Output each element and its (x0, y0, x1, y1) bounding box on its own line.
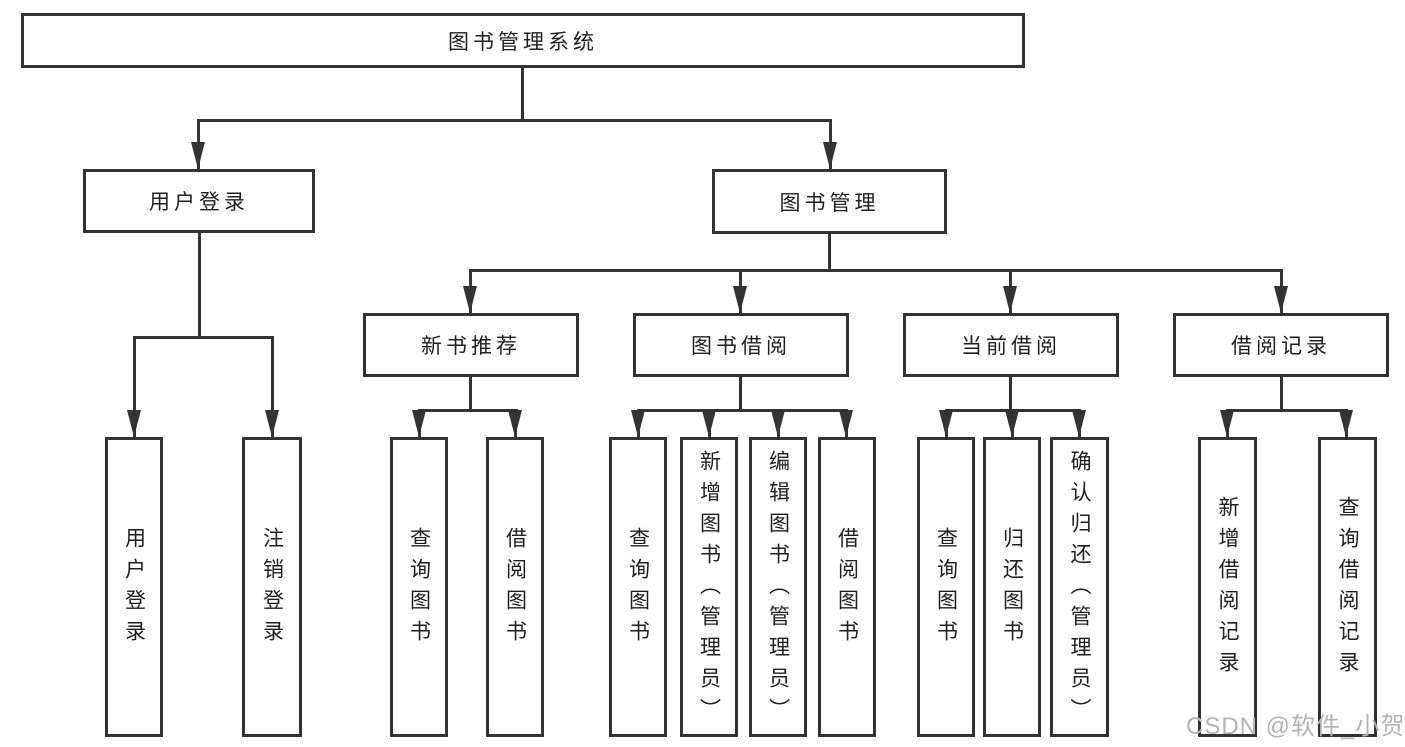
connector-newbook-bar (418, 409, 518, 412)
leaf-newbook-query-books: 查询图书 (390, 437, 448, 737)
arrowhead-down (771, 410, 785, 437)
connector-bookborrow-bar (637, 409, 848, 412)
connector-user-branch-bar (133, 336, 274, 339)
connector-bookborrow-stem (739, 377, 742, 411)
connector-root-stem (521, 66, 524, 121)
node-current-borrowing: 当前借阅 (903, 313, 1119, 377)
arrowhead-down (939, 410, 953, 437)
node-book-management-module: 图书管理 (712, 169, 947, 234)
arrowhead-down (839, 410, 853, 437)
leaf-record-add-borrow-record: 新增借阅记录 (1198, 437, 1257, 737)
connector-borrowrecord-stem (1280, 377, 1283, 411)
connector-newbook-stem (469, 377, 472, 411)
leaf-record-query-borrow-record: 查询借阅记录 (1318, 437, 1377, 737)
arrowhead-down (702, 410, 716, 437)
leaf-current-query-books: 查询图书 (917, 437, 975, 737)
arrowhead-down (412, 410, 426, 437)
leaf-user-login: 用户登录 (105, 437, 163, 737)
connector-borrowrecord-bar (1226, 409, 1348, 412)
arrowhead-down (1005, 410, 1019, 437)
connector-level1-bar (197, 119, 831, 122)
arrowhead-down (733, 286, 747, 313)
arrowhead-down (191, 142, 205, 169)
node-user-login-module: 用户登录 (83, 169, 315, 233)
arrowhead-down (823, 142, 837, 169)
leaf-current-return-books: 归还图书 (983, 437, 1041, 737)
connector-stub-leaf-logout (271, 336, 274, 437)
connector-level2-bar (469, 269, 1283, 272)
leaf-borrow-query-books: 查询图书 (609, 437, 667, 737)
arrowhead-down (1003, 286, 1017, 313)
arrowhead-down (508, 410, 522, 437)
arrowhead-down (127, 410, 141, 437)
leaf-logout: 注销登录 (242, 437, 302, 737)
connector-user-branch-stem (198, 233, 201, 337)
leaf-borrow-edit-books-admin: 编辑图书（管理员） (749, 437, 807, 737)
connector-stub-leaf-login (133, 336, 136, 437)
node-borrowing-records: 借阅记录 (1173, 313, 1389, 377)
leaf-borrow-add-books-admin: 新增图书（管理员） (680, 437, 738, 737)
csdn-watermark: CSDN @软件_小贺同学 (1186, 713, 1405, 740)
node-new-book-recommend: 新书推荐 (363, 313, 579, 377)
leaf-borrow-borrow-books: 借阅图书 (818, 437, 876, 737)
arrowhead-down (1274, 286, 1288, 313)
leaf-current-confirm-return-admin: 确认归还（管理员） (1050, 437, 1109, 737)
leaf-newbook-borrow-books: 借阅图书 (486, 437, 544, 737)
arrowhead-down (1220, 410, 1234, 437)
arrowhead-down (1072, 410, 1086, 437)
arrowhead-down (463, 286, 477, 313)
node-book-borrowing: 图书借阅 (633, 313, 849, 377)
arrowhead-down (1339, 410, 1353, 437)
node-system-root: 图书管理系统 (21, 13, 1025, 68)
arrowhead-down (631, 410, 645, 437)
connector-bookmgmt-stem (828, 234, 831, 271)
connector-currentborrow-stem (1009, 377, 1012, 411)
arrowhead-down (265, 410, 279, 437)
